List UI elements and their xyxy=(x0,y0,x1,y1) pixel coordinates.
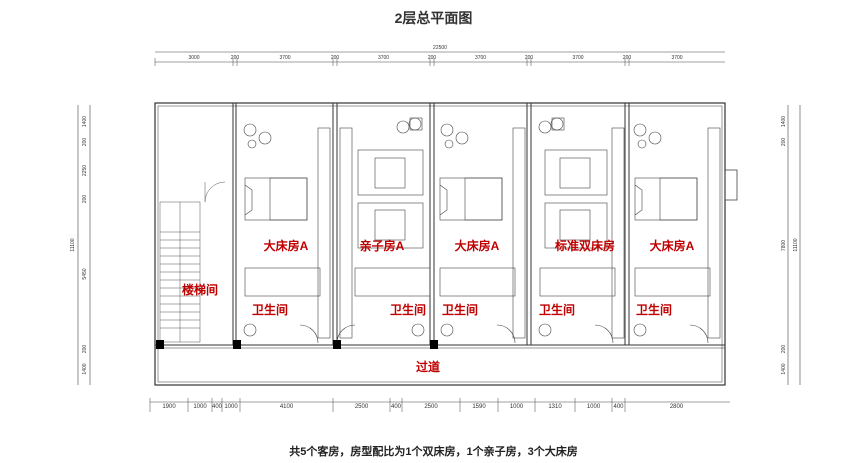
bottom-dim-label: 1000 xyxy=(510,404,524,410)
bottom-dim-label: 1900 xyxy=(162,404,176,410)
bottom-dim-label: 2800 xyxy=(670,404,684,410)
room4-label: 标准双床房 xyxy=(554,238,615,253)
left-dim-label: 200 xyxy=(82,195,88,204)
bottom-dim-label: 1310 xyxy=(548,404,562,410)
top-dim-label: 200 xyxy=(525,55,534,61)
top-dim-label: 200 xyxy=(428,55,437,61)
top-dim-label: 3700 xyxy=(378,55,389,61)
bottom-dim-label: 2500 xyxy=(424,404,438,410)
room2-label: 亲子房A xyxy=(360,238,405,253)
top-dim-label: 3700 xyxy=(671,55,682,61)
top-dim-label: 200 xyxy=(231,55,240,61)
partition-walls xyxy=(155,103,725,349)
top-dim-label: 200 xyxy=(331,55,340,61)
left-dimensions: 1400 200 2250 200 5450 200 1400 xyxy=(82,116,88,375)
right-dimensions: 1400 200 7800 200 1400 xyxy=(781,116,787,375)
room5-furniture xyxy=(633,123,738,344)
right-total-dim: 11100 xyxy=(793,238,799,251)
page-title: 2层总平面图 xyxy=(394,10,473,26)
bottom-dim-label: 1590 xyxy=(472,404,486,410)
left-dim-label: 5450 xyxy=(82,268,88,279)
bath2-label: 卫生间 xyxy=(390,302,426,317)
right-dim-label: 1400 xyxy=(781,363,787,374)
footer-note: 共5个客房，房型配比为1个双床房，1个亲子房，3个大床房 xyxy=(289,446,578,458)
room5-label: 大床房A xyxy=(650,238,695,253)
room3-label: 大床房A xyxy=(455,238,500,253)
staircase xyxy=(159,181,226,343)
left-total-dim: 11100 xyxy=(70,238,76,251)
top-dim-label: 3700 xyxy=(572,55,583,61)
bottom-dim-label: 400 xyxy=(212,404,223,410)
bottom-dim-label: 400 xyxy=(391,404,402,410)
bottom-dim-label: 2500 xyxy=(355,404,369,410)
bath1-label: 卫生间 xyxy=(252,302,288,317)
columns xyxy=(156,340,438,349)
left-dim-label: 1400 xyxy=(82,363,88,374)
top-total-dim: 22500 xyxy=(433,45,447,51)
bottom-dim-label: 4100 xyxy=(280,404,294,410)
room3-furniture xyxy=(439,123,526,344)
right-dim-label: 7800 xyxy=(781,240,787,251)
bath3-label: 卫生间 xyxy=(442,302,478,317)
right-dim-label: 200 xyxy=(781,138,787,147)
room4-furniture xyxy=(538,117,625,344)
left-dim-label: 1400 xyxy=(82,116,88,127)
top-dim-label: 3700 xyxy=(279,55,290,61)
bottom-dim-label: 1000 xyxy=(193,404,207,410)
left-dim-label: 200 xyxy=(82,138,88,147)
bath4-label: 卫生间 xyxy=(539,302,575,317)
left-dim-label: 200 xyxy=(82,345,88,354)
room1-furniture xyxy=(243,123,331,344)
stair-label: 楼梯间 xyxy=(182,282,218,297)
left-dim-label: 2250 xyxy=(82,165,88,176)
room1-label: 大床房A xyxy=(264,238,309,253)
bottom-dim-label: 400 xyxy=(613,404,624,410)
right-dim-label: 200 xyxy=(781,345,787,354)
top-dim-label: 3000 xyxy=(188,55,199,61)
top-dim-label: 3700 xyxy=(475,55,486,61)
building-outline xyxy=(154,102,726,386)
bottom-dim-label: 1000 xyxy=(587,404,601,410)
bath5-label: 卫生间 xyxy=(636,302,672,317)
top-dim-label: 200 xyxy=(623,55,632,61)
right-dim-label: 1400 xyxy=(781,116,787,127)
bottom-dim-label: 1000 xyxy=(224,404,238,410)
room2-furniture xyxy=(336,117,431,344)
corridor-label: 过道 xyxy=(416,359,440,374)
top-dimensions: 3000 200 3700 200 3700 200 3700 200 3700 200 3700 xyxy=(154,55,683,66)
